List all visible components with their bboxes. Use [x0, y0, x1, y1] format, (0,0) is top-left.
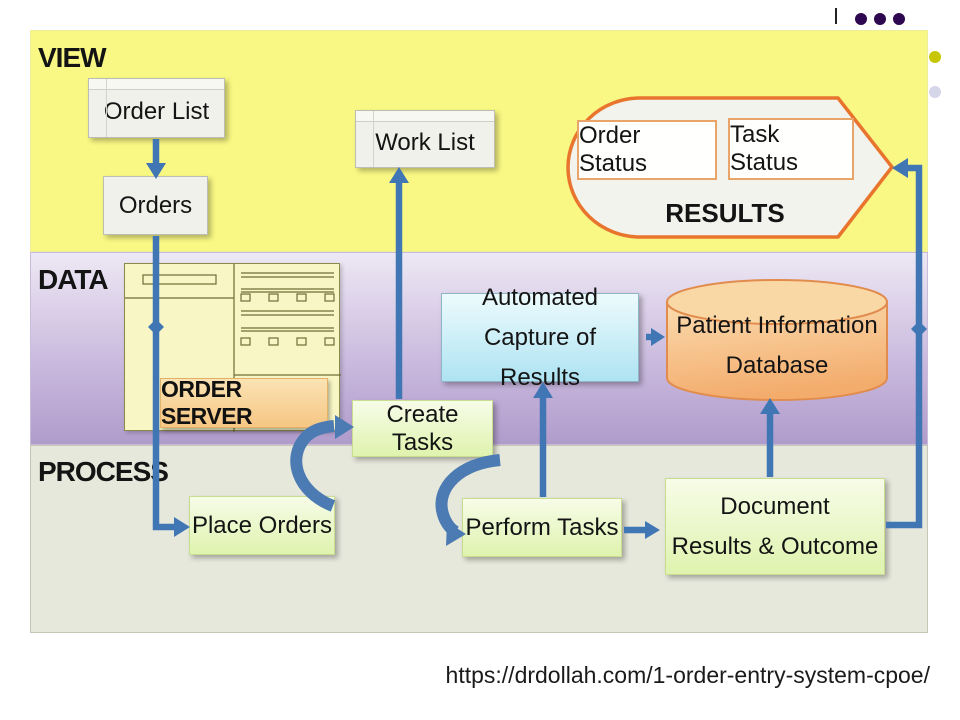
patient-database-line1: Patient Information — [676, 312, 878, 339]
document-results-line2: Results & Outcome — [671, 532, 879, 560]
work-list-window: Work List — [355, 110, 495, 168]
tick-mark — [835, 8, 837, 24]
patient-database-text: Patient Information Database — [667, 306, 887, 386]
results-caption: RESULTS — [665, 198, 785, 228]
document-results-line1: Document — [720, 492, 830, 520]
data-band-label: DATA — [38, 264, 109, 295]
order-status-label: Order Status — [579, 122, 648, 177]
automated-capture-line1: Automated — [481, 283, 599, 311]
order-server-label: ORDER SERVER — [161, 376, 253, 429]
order-list-label: Order List — [103, 98, 210, 125]
document-results-box: Document Results & Outcome — [665, 478, 885, 575]
create-tasks-label: Create Tasks — [386, 400, 459, 456]
process-band-label: PROCESS — [38, 456, 169, 487]
automated-capture-line2: Capture of Results — [483, 323, 597, 391]
bullet-dot-lavender — [929, 86, 941, 98]
order-server-box: ORDER SERVER — [160, 376, 328, 429]
bullet-dot-purple-1 — [855, 13, 867, 25]
task-status-label: Task Status — [730, 121, 799, 176]
perform-tasks-label: Perform Tasks — [465, 513, 619, 541]
order-status-box: Order Status — [577, 120, 717, 180]
bullet-dot-yellow — [929, 51, 941, 63]
order-list-window: Order List — [88, 78, 225, 138]
perform-tasks-box: Perform Tasks — [462, 498, 622, 557]
place-orders-box: Place Orders — [189, 496, 335, 555]
source-url: https://drdollah.com/1-order-entry-syste… — [445, 662, 930, 688]
bullet-dot-purple-3 — [893, 13, 905, 25]
bullet-dot-purple-2 — [874, 13, 886, 25]
view-band-label: VIEW — [38, 42, 107, 73]
create-tasks-box: Create Tasks — [352, 400, 493, 457]
automated-capture-box: Automated Capture of Results — [441, 284, 639, 391]
orders-box: Orders — [103, 176, 208, 235]
task-status-box: Task Status — [728, 118, 854, 180]
patient-database-line2: Database — [725, 352, 829, 379]
place-orders-label: Place Orders — [191, 511, 333, 539]
work-list-label: Work List — [375, 129, 475, 156]
orders-label: Orders — [118, 191, 193, 219]
